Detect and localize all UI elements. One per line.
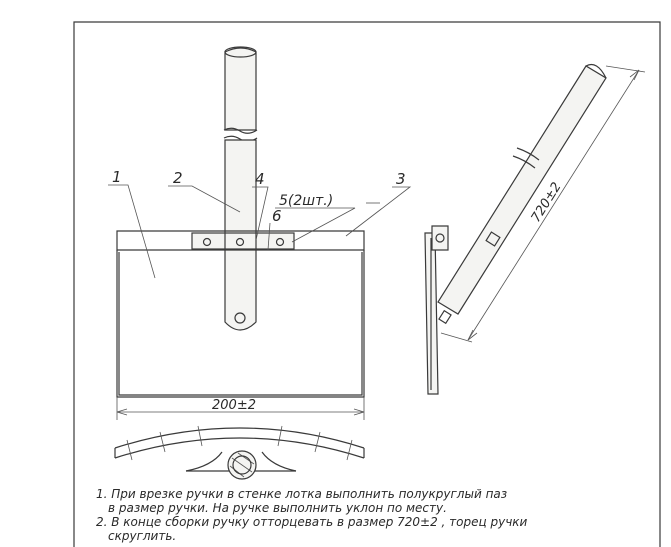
- side-view: [424, 63, 646, 395]
- rivet-hole-handle: [234, 312, 246, 324]
- rivet-left: [202, 237, 212, 247]
- note-line-4: скруглить.: [108, 529, 177, 543]
- label-part-4: 4: [255, 170, 265, 188]
- note-line-2: в размер ручки. На ручке выполнить уклон…: [108, 501, 447, 515]
- label-part-1: 1: [112, 168, 122, 186]
- scoop-plate: [116, 230, 365, 398]
- label-part-5: 5(2шт.): [279, 193, 333, 209]
- rivet-center: [235, 237, 245, 247]
- label-part-6: 6: [272, 207, 282, 225]
- note-line-3: 2. В конце сборки ручку отторцевать в ра…: [96, 515, 528, 529]
- section-view: [114, 425, 365, 480]
- label-part-3: 3: [396, 170, 406, 188]
- width-dimension-label: 200±2: [212, 398, 256, 413]
- width-dimension: [116, 397, 365, 420]
- rivet-right: [275, 237, 285, 247]
- note-line-1: 1. При врезке ручки в стенке лотка выпол…: [96, 487, 508, 501]
- leader-lines: [108, 184, 412, 279]
- frame-border: [73, 21, 661, 547]
- handle-front-view: [223, 46, 258, 331]
- label-part-2: 2: [173, 169, 183, 187]
